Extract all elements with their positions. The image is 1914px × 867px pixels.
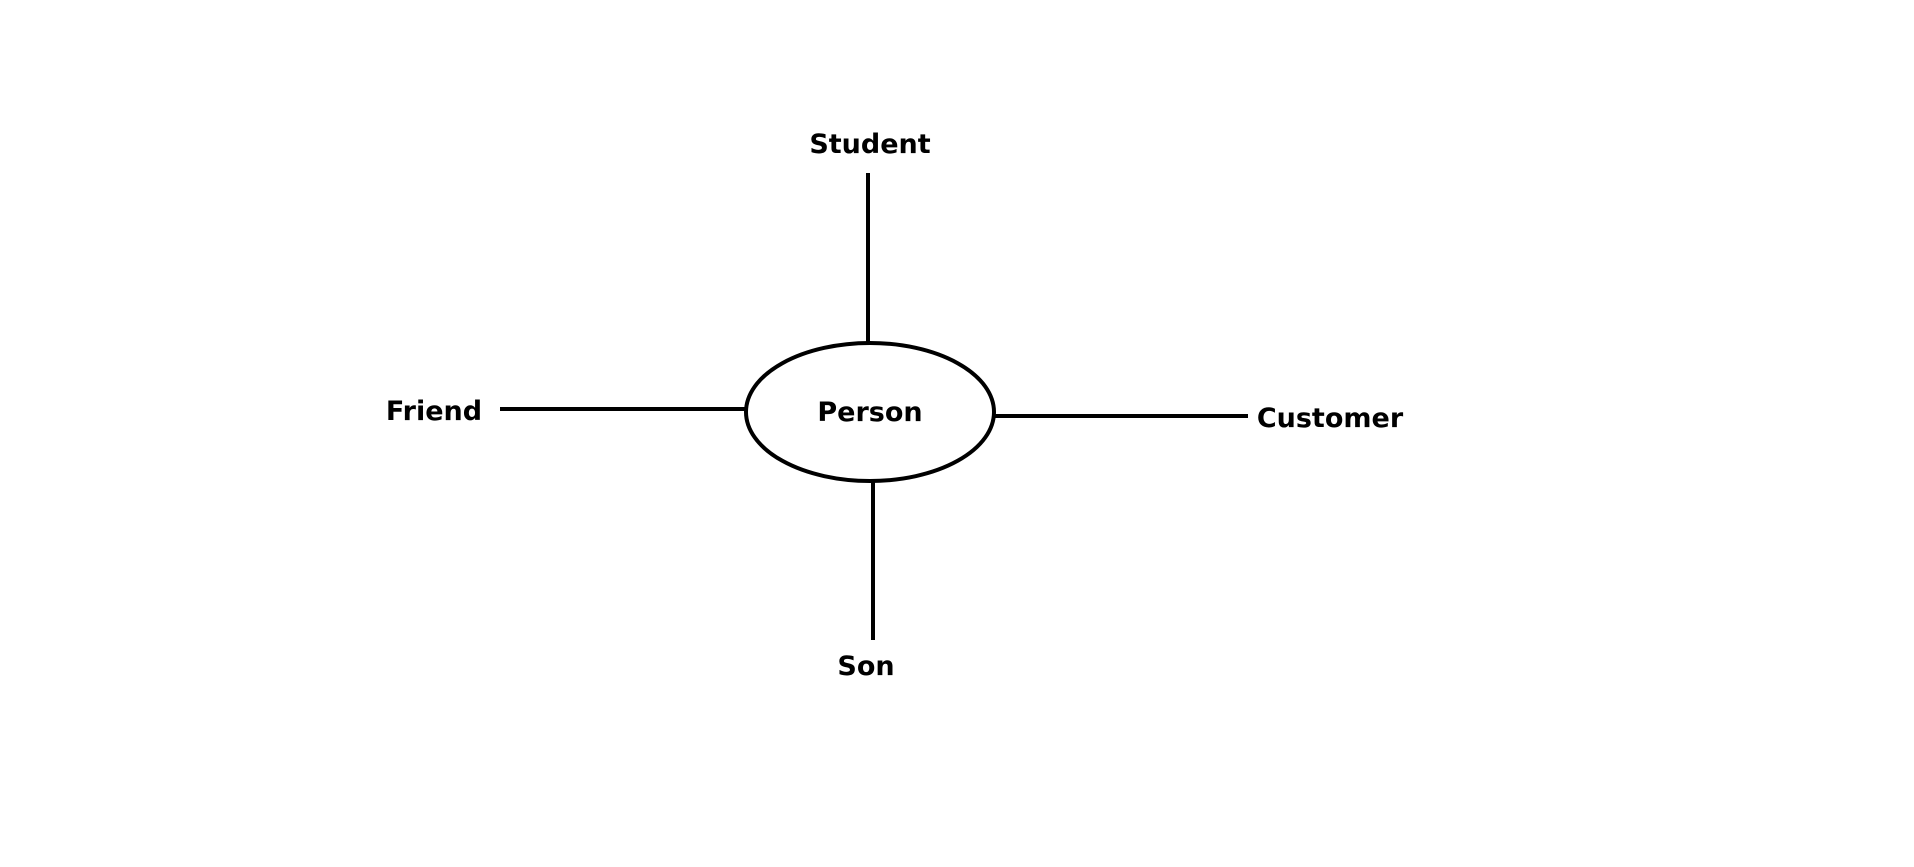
son-label: Son xyxy=(837,651,894,682)
customer-label: Customer xyxy=(1257,403,1404,434)
student-label: Student xyxy=(809,129,930,160)
friend-label: Friend xyxy=(386,396,482,427)
person-label: Person xyxy=(817,397,922,428)
